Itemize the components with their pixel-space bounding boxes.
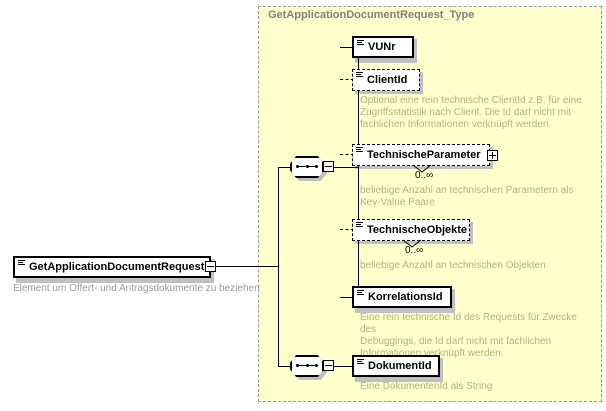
sequence-compositor-bottom[interactable]	[290, 355, 334, 380]
sequence-dots-icon-bottom	[296, 364, 318, 367]
element-node-technischeobjekte[interactable]: TechnischeObjekte	[352, 219, 470, 241]
expand-plus-icon[interactable]	[486, 149, 498, 161]
element-documentation-korrelationsid: Eine rein technische Id des Requests für…	[360, 312, 577, 359]
connector-root-vertical	[278, 167, 279, 267]
connector-to-sequence-top	[278, 167, 290, 168]
root-element-label: GetApplicationDocumentRequest	[29, 261, 205, 273]
connector-technischeobjekte	[340, 229, 354, 230]
root-element-documentation: Element um Offert- und Antragsdokumente …	[13, 283, 260, 294]
element-label: TechnischeObjekte	[367, 224, 468, 236]
element-documentation-dokumentid: Eine DokumentenId als String	[360, 381, 493, 392]
element-documentation-technischeparameter: beliebige Anzahl an technischen Paramete…	[360, 185, 574, 208]
element-lines-icon	[356, 222, 363, 228]
sequence-compositor-top[interactable]	[290, 156, 334, 181]
sequence-collapse-minus-icon-top[interactable]	[323, 161, 334, 172]
element-label: ClientId	[367, 74, 408, 86]
connector-sequence-top-out	[334, 167, 358, 168]
connector-to-sequence-bottom	[278, 366, 290, 367]
cardinality-label-technischeparameter: 0..∞	[415, 170, 434, 181]
repeat-indicator-icon	[412, 164, 432, 173]
element-node-dokumentid[interactable]: DokumentId	[352, 355, 440, 377]
cardinality-label-technischeobjekte: 0..∞	[405, 245, 424, 256]
element-lines-icon	[356, 72, 363, 78]
connector-root-vertical-lower	[278, 266, 279, 366]
element-documentation-technischeobjekte: beliebige Anzahl an technischen Objekten	[360, 260, 546, 271]
element-node-korrelationsid[interactable]: KorrelationsId	[352, 286, 452, 308]
type-container-panel	[258, 6, 602, 402]
element-lines-icon	[18, 260, 25, 266]
element-node-vunr[interactable]: VUNr	[352, 36, 414, 58]
connector-sequence-bottom-out	[334, 366, 352, 367]
connector-vunr	[340, 47, 358, 48]
connector-children-spine	[358, 47, 359, 297]
element-label: VUNr	[368, 41, 396, 53]
element-lines-icon	[357, 359, 364, 365]
connector-technischeparameter	[340, 154, 354, 155]
element-lines-icon	[356, 147, 363, 153]
sequence-collapse-minus-icon-bottom[interactable]	[323, 360, 334, 371]
element-label: KorrelationsId	[368, 291, 443, 303]
repeat-indicator-icon	[402, 239, 422, 248]
root-collapse-minus-icon[interactable]	[205, 261, 216, 272]
connector-korrelationsid	[340, 297, 358, 298]
element-label: TechnischeParameter	[367, 149, 481, 161]
element-lines-icon	[357, 290, 364, 296]
connector-clientid	[340, 79, 354, 80]
element-node-technischeparameter[interactable]: TechnischeParameter	[352, 144, 498, 166]
root-element-node[interactable]: GetApplicationDocumentRequest	[13, 256, 211, 278]
type-title: GetApplicationDocumentRequest_Type	[268, 9, 475, 21]
element-label: DokumentId	[368, 360, 432, 372]
element-lines-icon	[357, 40, 364, 46]
element-node-clientid[interactable]: ClientId	[352, 69, 420, 91]
sequence-dots-icon-top	[296, 165, 318, 168]
connector-root-to-sequence	[216, 266, 278, 267]
element-documentation-clientid: Optional eine rein technische ClientId z…	[360, 95, 582, 130]
